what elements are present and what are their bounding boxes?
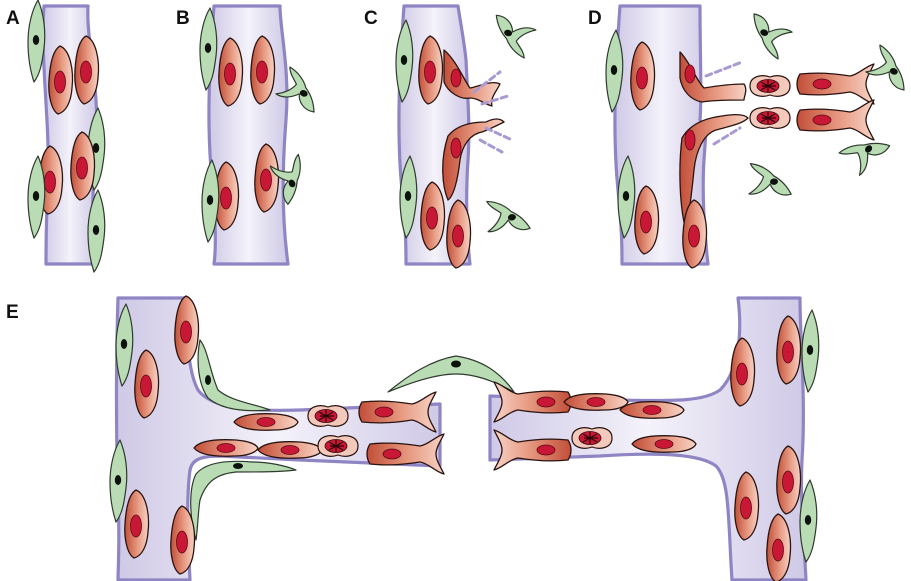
panel-c: C bbox=[364, 6, 537, 268]
panel-b: B bbox=[176, 6, 326, 264]
pericyte-icon bbox=[802, 310, 819, 392]
endothelial-cell-icon bbox=[797, 64, 874, 104]
endothelial-cell-icon bbox=[175, 296, 199, 364]
endothelial-cell-icon bbox=[251, 36, 275, 104]
panel-b-label: B bbox=[176, 8, 190, 29]
endothelial-cell-icon bbox=[194, 440, 258, 457]
vessel-e-left bbox=[117, 298, 441, 580]
pericyte-icon bbox=[483, 195, 530, 236]
endothelial-cell-icon bbox=[75, 36, 99, 104]
pericyte-icon bbox=[488, 15, 537, 59]
endothelial-cell-icon bbox=[71, 132, 95, 200]
pericyte-nucleus bbox=[451, 361, 461, 368]
pericyte-icon bbox=[28, 0, 45, 82]
endothelial-cell-icon bbox=[234, 414, 298, 431]
endothelial-cell-icon bbox=[735, 472, 759, 540]
endothelial-cell-icon bbox=[49, 46, 73, 114]
panel-d-label: D bbox=[588, 8, 602, 29]
endothelial-cell-icon bbox=[258, 442, 322, 459]
endothelial-cell-icon bbox=[419, 36, 443, 104]
pericyte-icon bbox=[742, 14, 793, 61]
dividing-cell-icon bbox=[750, 108, 790, 129]
endothelial-nucleus bbox=[451, 69, 461, 87]
endothelial-cell-icon bbox=[564, 394, 628, 411]
endothelial-nucleus bbox=[451, 138, 461, 158]
endothelial-cell-icon bbox=[219, 38, 243, 106]
pericyte-icon bbox=[746, 160, 791, 198]
endothelial-cell-icon bbox=[767, 514, 791, 581]
endothelial-nucleus bbox=[685, 65, 695, 83]
endothelial-cell-icon bbox=[171, 506, 195, 574]
endothelial-cell-icon bbox=[255, 144, 279, 212]
endothelial-cell-icon bbox=[447, 200, 471, 268]
pericyte-nucleus bbox=[205, 375, 211, 385]
endothelial-cell-icon bbox=[683, 200, 707, 268]
endothelial-cell-icon bbox=[631, 42, 655, 110]
dividing-cell-icon bbox=[572, 428, 612, 449]
panel-d: D bbox=[588, 6, 911, 268]
endothelial-cell-icon bbox=[620, 402, 684, 419]
endothelial-cell-icon bbox=[797, 100, 874, 140]
endothelial-cell-icon bbox=[421, 182, 445, 250]
pericyte-nucleus bbox=[233, 463, 243, 469]
endothelial-cell-icon bbox=[135, 350, 159, 418]
panel-e: E bbox=[6, 296, 819, 581]
pericyte-icon bbox=[28, 156, 45, 238]
dividing-cell-icon bbox=[318, 436, 358, 457]
panel-a: A bbox=[6, 0, 105, 272]
pericyte-icon bbox=[388, 356, 514, 392]
endothelial-cell-icon bbox=[125, 490, 149, 558]
dividing-cell-icon bbox=[308, 406, 348, 427]
endothelial-cell-icon bbox=[777, 316, 801, 384]
endothelial-cell-icon bbox=[777, 446, 801, 514]
pericyte-icon bbox=[191, 461, 296, 540]
dividing-cell-icon bbox=[750, 76, 790, 97]
endothelial-cell-icon bbox=[635, 186, 659, 254]
panel-a-label: A bbox=[6, 8, 20, 29]
endothelial-cell-icon bbox=[731, 338, 755, 406]
endothelial-cell-icon bbox=[632, 436, 696, 453]
panel-c-label: C bbox=[364, 8, 378, 29]
panel-e-label: E bbox=[6, 302, 19, 323]
endothelial-nucleus bbox=[685, 130, 695, 150]
